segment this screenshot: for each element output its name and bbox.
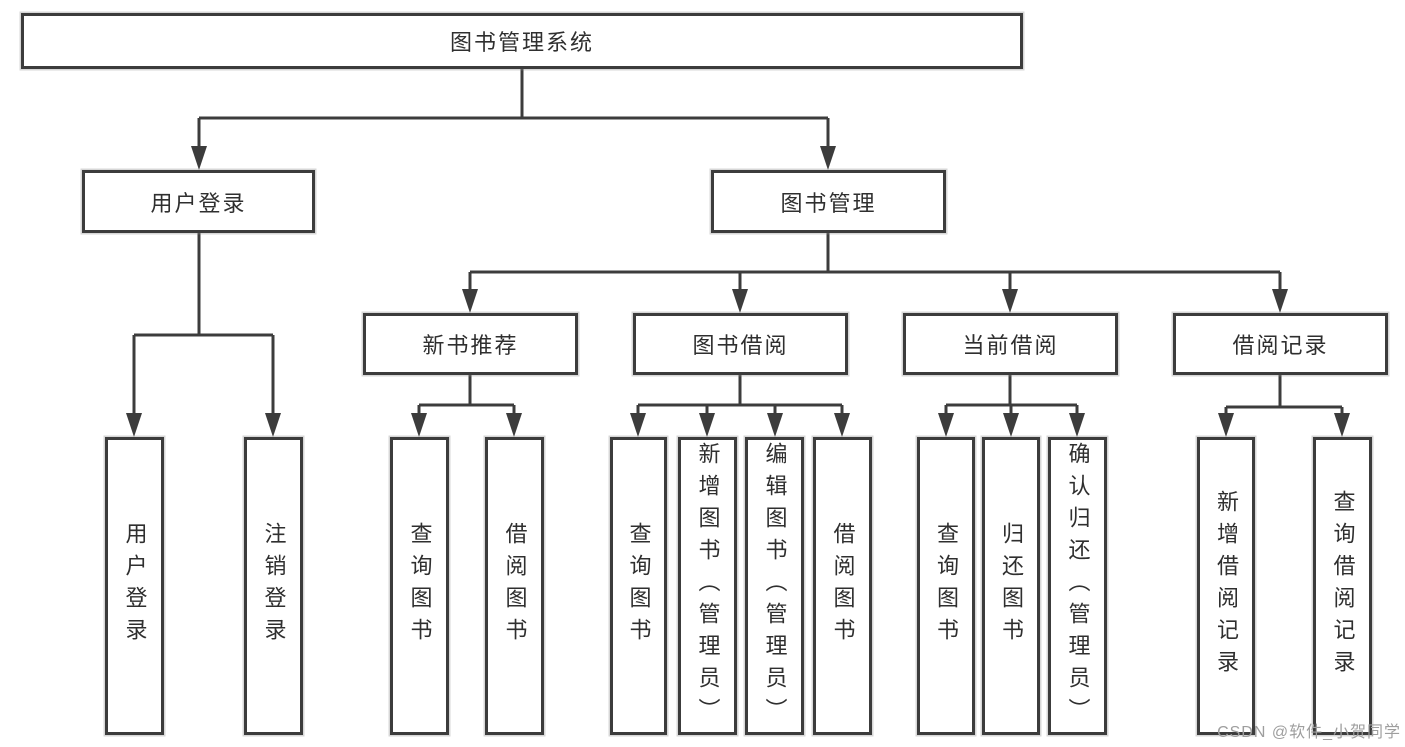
arrow-icon	[265, 413, 281, 437]
watermark-text: CSDN @软件_小贺同学	[1217, 724, 1401, 741]
node-current-borrow: 当前借阅	[903, 313, 1118, 375]
connector-root	[197, 69, 830, 148]
node-book-borrow-label: 图书借阅	[692, 333, 789, 358]
node-root-label: 图书管理系统	[449, 30, 594, 55]
arrow-icon	[411, 413, 427, 437]
node-user-login: 用户登录	[82, 170, 315, 233]
leaf-borrow-books: 借阅图书	[813, 437, 872, 735]
arrow-icon	[630, 413, 646, 437]
leaf-add-book-admin: 新增图书（管理员）	[678, 437, 737, 735]
leaf-query-books-recommend-label: 查询图书	[407, 522, 433, 650]
leaf-query-books-borrow: 查询图书	[610, 437, 667, 735]
leaf-confirm-return-admin: 确认归还（管理员）	[1048, 437, 1107, 735]
leaf-return-book-label: 归还图书	[999, 522, 1024, 650]
node-borrow-records-label: 借阅记录	[1232, 333, 1329, 358]
arrow-icon	[732, 289, 748, 313]
arrow-icon	[938, 413, 954, 437]
arrow-icon	[767, 413, 783, 437]
leaf-confirm-return-admin-label: 确认归还（管理员）	[1065, 442, 1091, 730]
leaf-borrow-books-recommend: 借阅图书	[485, 437, 544, 735]
leaf-query-books-current: 查询图书	[917, 437, 975, 735]
node-book-management: 图书管理	[711, 170, 946, 233]
arrow-icon	[1272, 289, 1288, 313]
leaf-query-borrow-record-label: 查询借阅记录	[1330, 490, 1356, 682]
connector-borrow-records-group	[1224, 375, 1344, 415]
arrow-icon	[126, 413, 142, 437]
leaf-borrow-books-recommend-label: 借阅图书	[502, 522, 528, 650]
arrow-icon	[1218, 413, 1234, 437]
arrow-icon	[191, 146, 207, 170]
node-borrow-records: 借阅记录	[1173, 313, 1388, 375]
node-new-book-recommend-label: 新书推荐	[422, 333, 519, 358]
arrow-icon	[1069, 413, 1085, 437]
arrow-icon	[506, 413, 522, 437]
node-user-login-label: 用户登录	[150, 190, 247, 216]
node-new-book-recommend: 新书推荐	[363, 313, 578, 375]
connector-current-borrow-group	[944, 375, 1079, 415]
arrowheads	[126, 146, 1350, 437]
leaf-query-borrow-record: 查询借阅记录	[1313, 437, 1372, 735]
leaf-query-books-current-label: 查询图书	[934, 522, 959, 650]
connector-new-book-group	[417, 375, 516, 415]
leaf-user-login-label: 用户登录	[122, 522, 148, 650]
leaf-return-book: 归还图书	[982, 437, 1040, 735]
leaf-logout-label: 注销登录	[261, 522, 287, 650]
arrow-icon	[1334, 413, 1350, 437]
node-root: 图书管理系统	[21, 13, 1023, 69]
arrow-icon	[462, 289, 478, 313]
arrow-icon	[834, 413, 850, 437]
connector-book-borrow-group	[636, 375, 844, 415]
leaf-borrow-books-label: 借阅图书	[830, 522, 856, 650]
leaf-add-borrow-record-label: 新增借阅记录	[1214, 490, 1239, 682]
arrow-icon	[699, 413, 715, 437]
leaf-add-borrow-record: 新增借阅记录	[1197, 437, 1255, 735]
node-book-borrow: 图书借阅	[633, 313, 848, 375]
connector-user-login-group	[132, 233, 275, 415]
arrow-icon	[820, 146, 836, 170]
leaf-query-books-borrow-label: 查询图书	[626, 522, 652, 650]
leaf-add-book-admin-label: 新增图书（管理员）	[695, 442, 721, 730]
leaf-query-books-recommend: 查询图书	[390, 437, 449, 735]
leaf-logout: 注销登录	[244, 437, 303, 735]
arrow-icon	[1003, 413, 1019, 437]
connector-book-management-group	[468, 233, 1282, 291]
node-book-management-label: 图书管理	[780, 190, 877, 216]
leaf-user-login: 用户登录	[105, 437, 164, 735]
leaf-edit-book-admin: 编辑图书（管理员）	[745, 437, 804, 735]
arrow-icon	[1002, 289, 1018, 313]
leaf-edit-book-admin-label: 编辑图书（管理员）	[762, 442, 788, 730]
node-current-borrow-label: 当前借阅	[962, 333, 1059, 358]
